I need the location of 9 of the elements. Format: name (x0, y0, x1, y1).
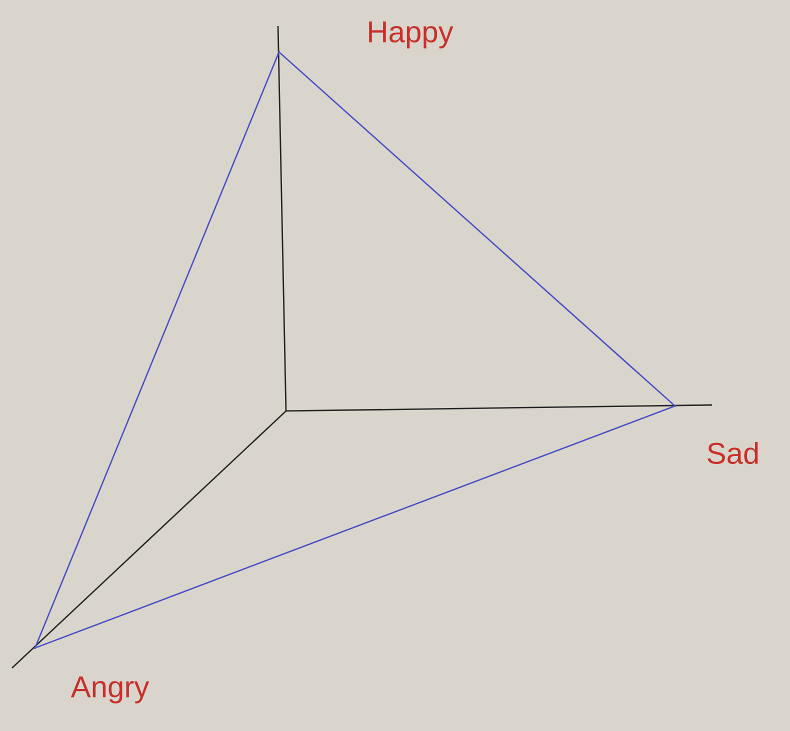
triangle-side (34, 52, 280, 648)
axis-label: Happy (369, 22, 454, 48)
vertex-point (674, 404, 676, 408)
triangle-side (280, 52, 674, 406)
vertex-point (34, 646, 36, 650)
axis-label: Sad (708, 442, 758, 464)
vertex-point (278, 50, 280, 54)
axis-label: Angry (70, 676, 150, 704)
triangle-side (36, 406, 674, 648)
